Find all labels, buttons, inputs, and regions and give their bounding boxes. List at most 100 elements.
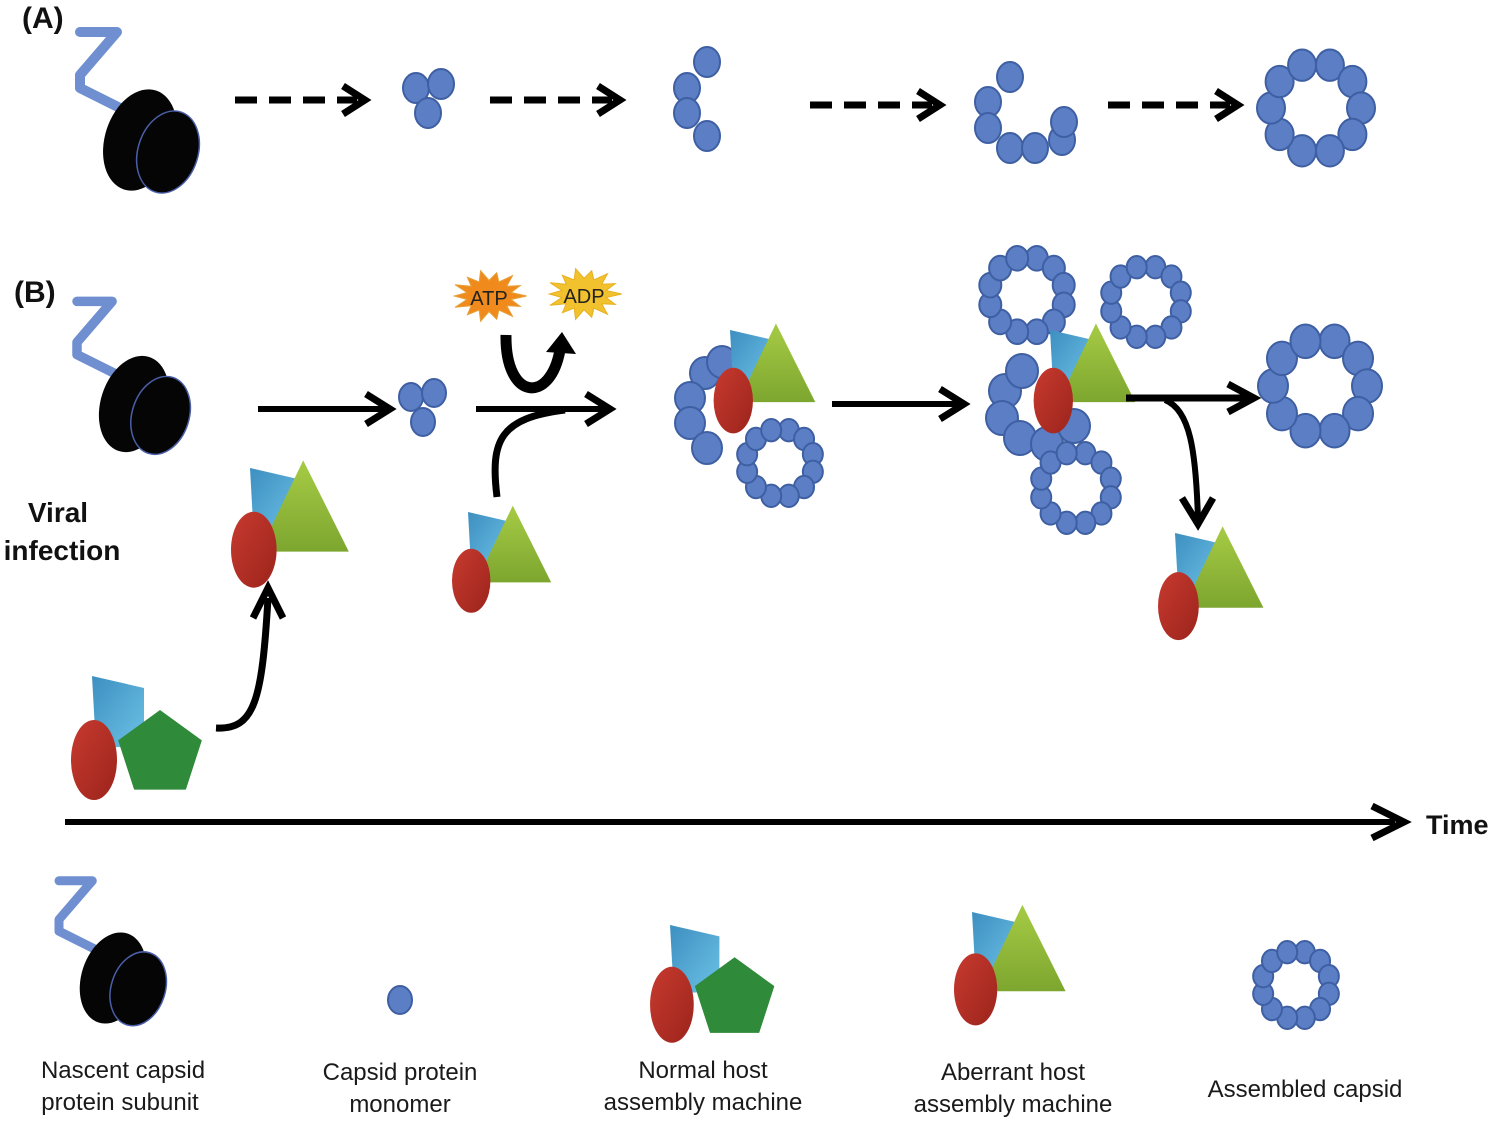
panel-b-ring-4b: [1100, 255, 1192, 349]
capsid-subunit: [996, 61, 1024, 93]
arrowhead: [596, 83, 627, 117]
lime-triangle: [259, 460, 349, 552]
legend-capsid-line1: Assembled capsid: [1208, 1076, 1403, 1103]
legend-aberrant-line2: assembly machine: [914, 1091, 1113, 1118]
capsid-subunit: [1050, 106, 1078, 138]
capsid-subunit: [693, 120, 721, 152]
lime-triangle: [738, 323, 816, 403]
lime-triangle: [981, 904, 1066, 992]
capsid-subunit: [1276, 939, 1299, 965]
red-oval: [231, 511, 277, 588]
capsid-subunit: [1314, 134, 1345, 168]
mrna-strand: [72, 296, 128, 383]
arrowhead: [584, 391, 617, 427]
capsid-subunit: [1289, 323, 1322, 360]
capsid-subunit: [1005, 353, 1039, 389]
capsid-subunit: [1337, 117, 1368, 152]
legend-monomer-glyph: [387, 985, 413, 1015]
arrowhead: [1226, 380, 1262, 416]
panel-b-final-ring: [1257, 323, 1383, 449]
panel-a-label: (A): [22, 2, 64, 35]
capsid-subunit: [974, 112, 1002, 144]
capsid-subunit: [398, 382, 424, 412]
red-oval: [1033, 367, 1073, 434]
time-axis-arrowhead: [1370, 802, 1412, 842]
panel-b-aberrant-machine-1: [231, 460, 349, 588]
time-axis-label: Time: [1426, 810, 1489, 840]
capsid-subunit: [1144, 324, 1167, 349]
panel-a-full-ring: [1256, 48, 1376, 168]
legend-capsid-glyph: [1252, 939, 1340, 1031]
panel-a-chain: [673, 46, 721, 152]
legend-normal-line1: Normal host: [638, 1057, 768, 1084]
panel-b-branch-arrows: [1126, 380, 1262, 531]
red-oval: [1158, 572, 1199, 641]
legend-monomer-line1: Capsid protein: [323, 1059, 478, 1086]
panel-b-ring-3: [736, 417, 824, 509]
panel-b-ring-4a: [978, 244, 1076, 346]
panel-b-aberrant-machine-2: [452, 505, 552, 613]
lime-triangle: [1183, 526, 1264, 608]
panel-a-partial-ring: [974, 61, 1078, 164]
ribosome-small-subunit: [135, 110, 201, 194]
panel-b-aberrant-machine-4: [1033, 323, 1136, 434]
capsid-subunit: [693, 46, 721, 78]
legend-nascent-glyph: [54, 876, 168, 1027]
capsid-subunit: [387, 985, 413, 1015]
legend-monomer-line2: monomer: [349, 1091, 450, 1118]
panel-a-ribosome: [75, 27, 201, 194]
legend: Nascent capsid protein subunit Capsid pr…: [41, 1057, 1402, 1118]
arrowhead: [1214, 88, 1245, 122]
capsid-subunit: [1342, 395, 1375, 432]
red-oval: [954, 953, 998, 1026]
green-pentagon: [118, 710, 202, 790]
capsid-subunit: [1005, 244, 1030, 272]
lime-triangle: [1058, 323, 1136, 403]
adp-label: ADP: [563, 286, 604, 308]
panel-b-trimer: [398, 378, 447, 437]
capsid-subunit: [410, 407, 436, 437]
atp-adp-cycle-arrow: [500, 332, 576, 394]
u-arrow-path: [500, 334, 566, 394]
panel-b-normal-machine: [71, 676, 202, 800]
capsid-subunit: [760, 417, 783, 443]
panel-b-arrow-3: [832, 386, 971, 422]
panel-a-arrow-3: [810, 88, 947, 122]
panel-b-label: (B): [14, 276, 56, 309]
capsid-subunit: [1318, 412, 1351, 449]
legend-aberrant-glyph: [954, 904, 1066, 1026]
arrowhead: [364, 391, 397, 427]
panel-b-ring-4c: [1030, 441, 1122, 535]
capsid-subunit: [1021, 132, 1049, 164]
panel-a-arrow-2: [490, 83, 627, 117]
machine-join-curve: [491, 406, 566, 498]
capsid-subunit: [1264, 64, 1295, 99]
mrna-strand: [54, 876, 107, 958]
ribosome-small-subunit: [109, 951, 168, 1027]
red-oval: [71, 720, 117, 800]
panel-a-arrow-1: [235, 83, 372, 117]
capsid-subunit: [996, 132, 1024, 164]
capsid-subunit: [414, 97, 442, 129]
capsid-subunit: [1287, 134, 1318, 168]
red-oval: [650, 966, 694, 1043]
adp-burst: ADP: [547, 267, 622, 321]
panel-b-aberrant-machine-3: [713, 323, 816, 434]
mrna-strand: [75, 27, 133, 117]
panel-b-arrow-1: [258, 391, 397, 427]
green-pentagon: [694, 957, 775, 1033]
capsid-subunit: [1125, 255, 1148, 280]
conversion-arrow-path: [215, 597, 272, 732]
capsid-subunit: [1265, 340, 1298, 377]
legend-nascent-line1: Nascent capsid: [41, 1057, 205, 1084]
branch-down-path: [1163, 397, 1201, 521]
legend-aberrant-line1: Aberrant host: [941, 1059, 1085, 1086]
ribosome-small-subunit: [130, 375, 192, 456]
legend-normal-glyph: [650, 925, 775, 1043]
capsid-subunit: [673, 97, 701, 129]
viral-infection-conversion-arrow: [215, 580, 287, 732]
viral-infection-label-line2: infection: [4, 535, 121, 566]
capsid-subunit: [427, 68, 455, 100]
capsid-subunit: [1074, 510, 1097, 535]
capsid-subunit: [691, 431, 723, 465]
